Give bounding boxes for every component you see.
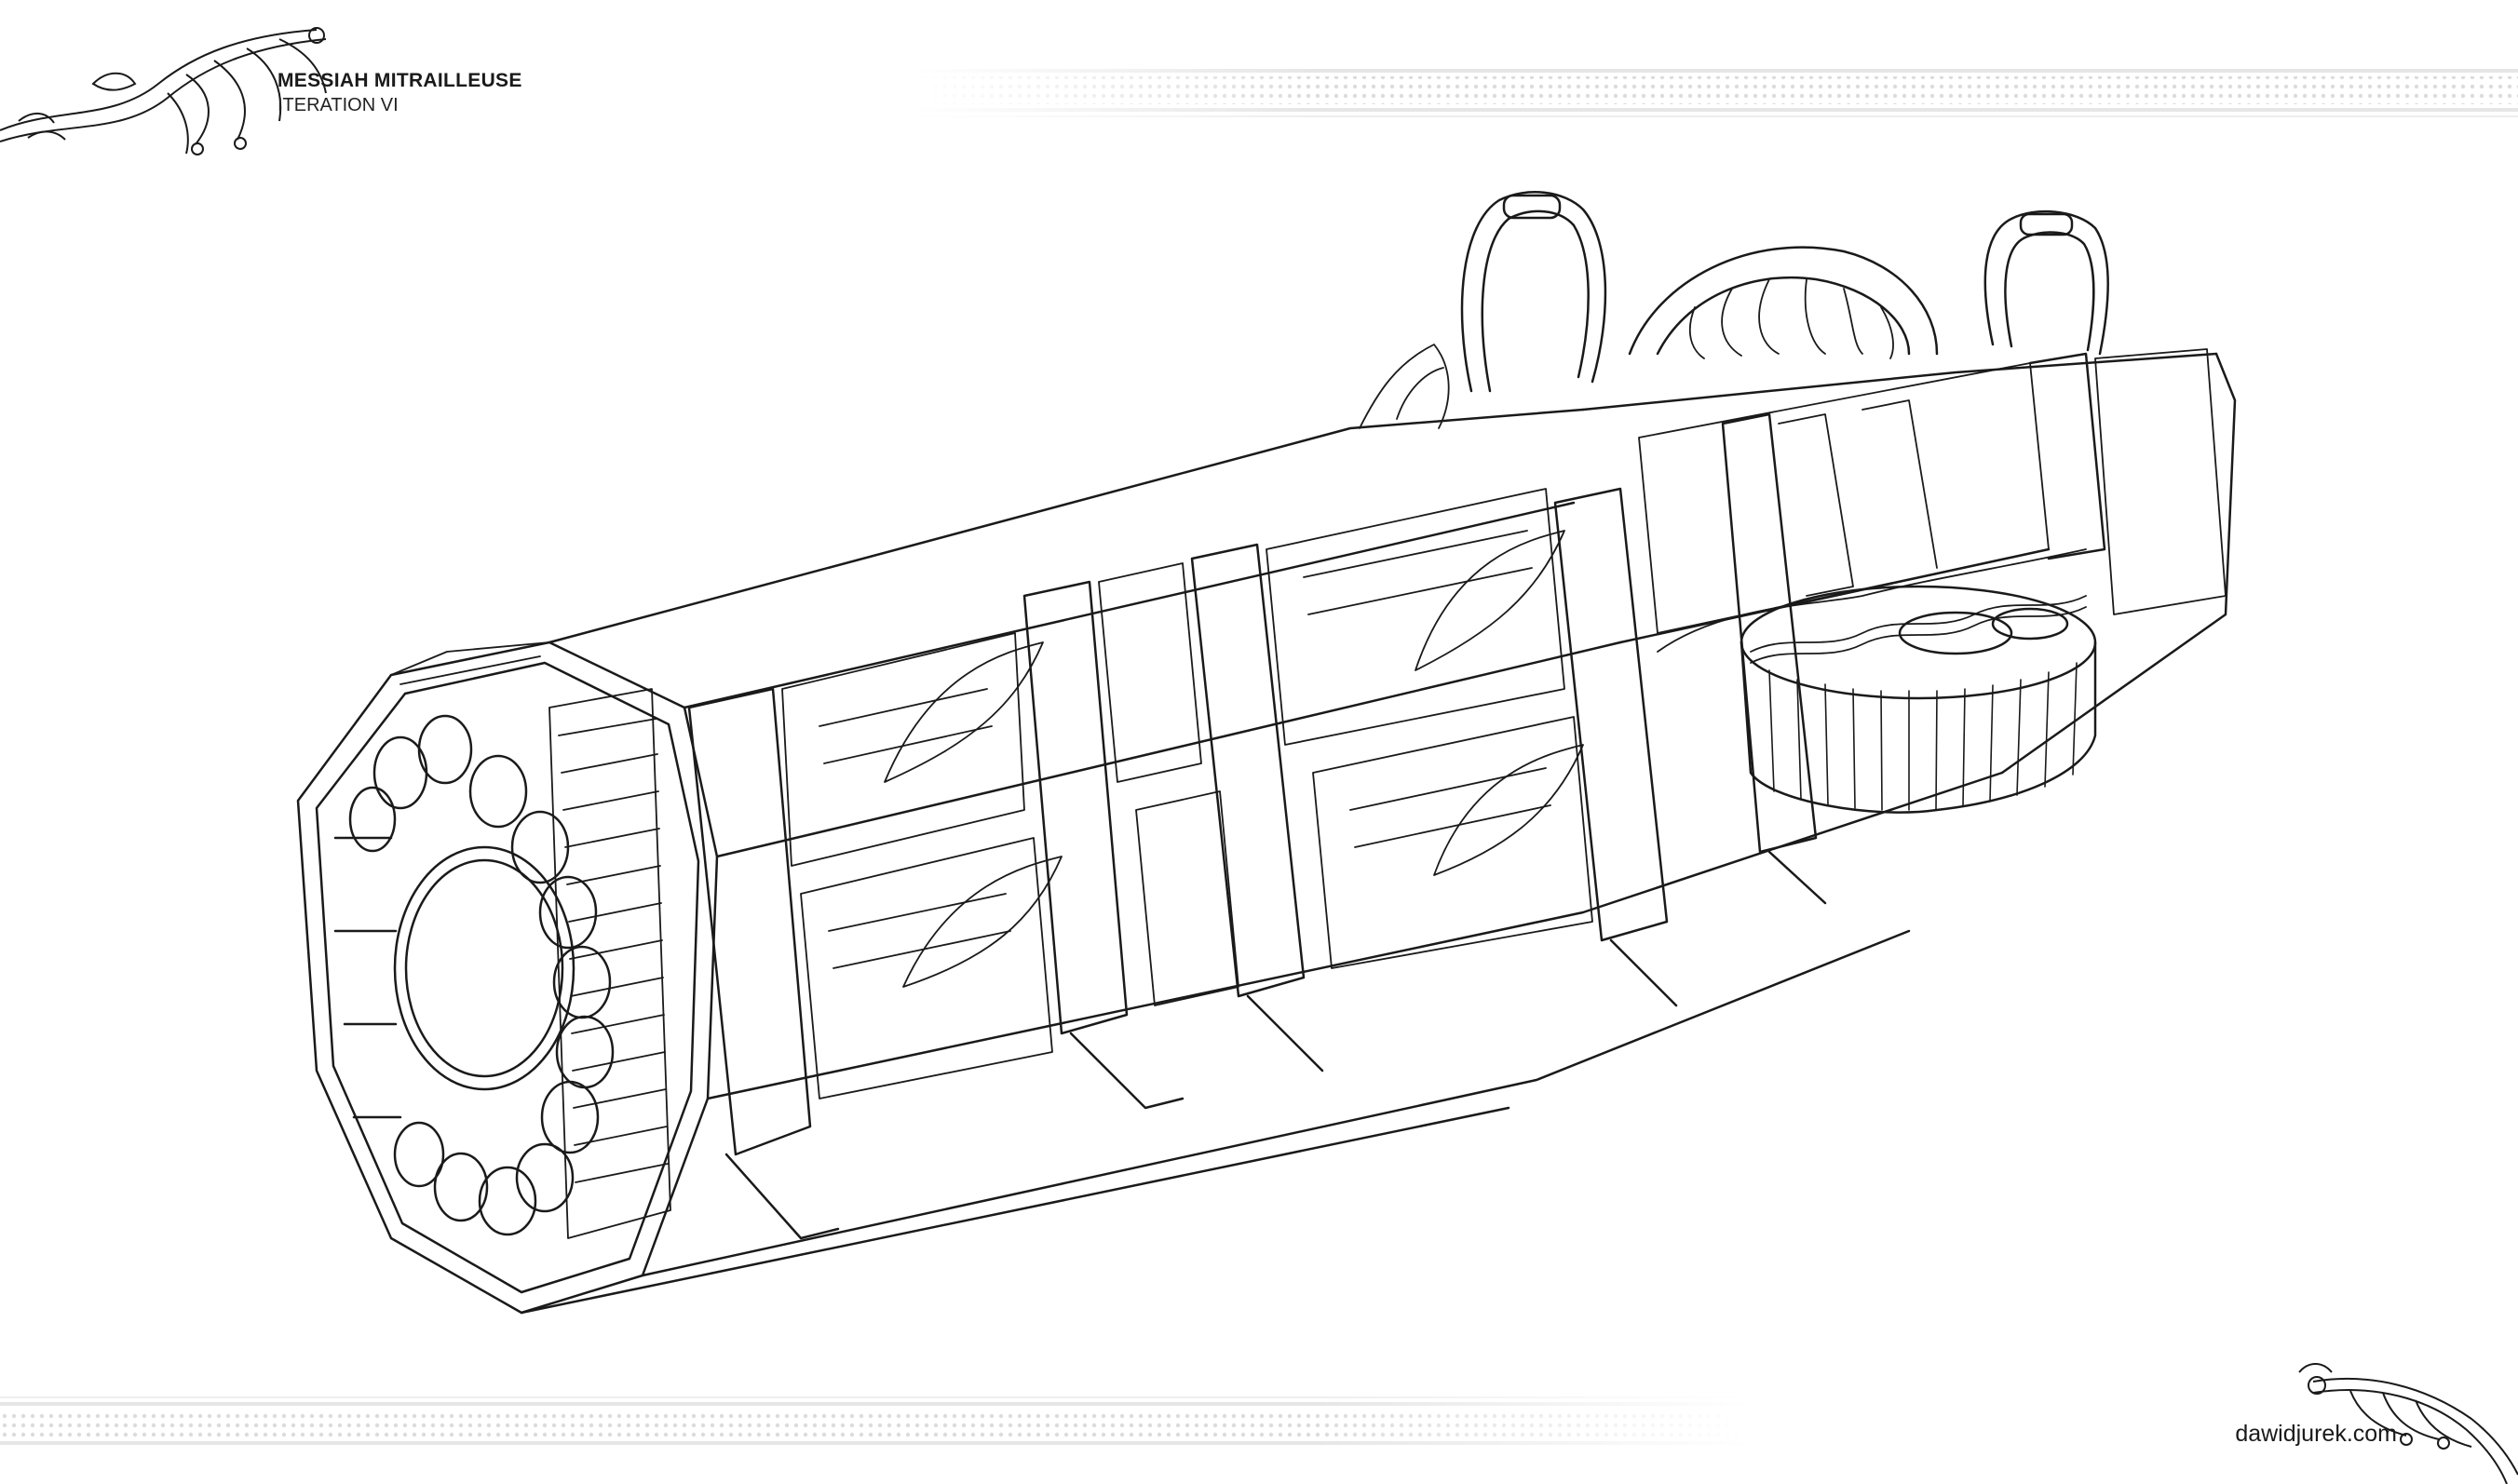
website-credit: dawidjurek.com <box>2235 1421 2397 1447</box>
barrel-body <box>520 352 2237 1315</box>
muzzle-fins <box>390 641 671 1239</box>
front-crest <box>1359 344 1450 429</box>
rotary-drum <box>1740 585 2097 814</box>
title-block: MESSIAH MITRAILLEUSE ITERATION VI <box>278 69 522 117</box>
top-decorative-band <box>913 63 2518 121</box>
braided-rope <box>1750 595 2087 664</box>
bottom-decorative-band <box>0 1393 1751 1450</box>
bat-wing-ornament-icon <box>2298 1363 2518 1484</box>
page-title: MESSIAH MITRAILLEUSE <box>278 70 522 91</box>
top-rosette <box>1628 246 1939 359</box>
bat-wing-ornament-icon <box>0 27 327 155</box>
barrel-straps <box>687 352 2106 1156</box>
page-subtitle: ITERATION VI <box>278 95 399 115</box>
rear-ornate-section <box>1638 348 2227 653</box>
gothic-panels <box>781 488 1593 1100</box>
lower-struts <box>724 850 1827 1240</box>
carrying-handles <box>1460 191 2109 393</box>
